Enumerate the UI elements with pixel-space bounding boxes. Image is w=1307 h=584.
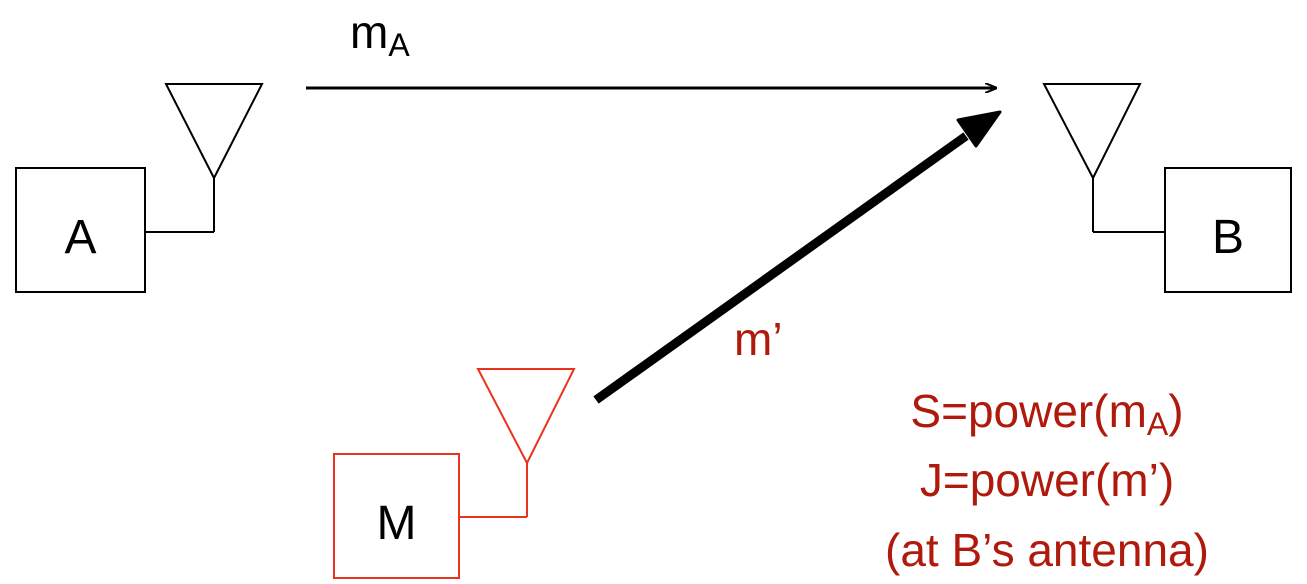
legit-label-main: m bbox=[350, 6, 388, 58]
equation-signal-sub: A bbox=[1147, 406, 1169, 442]
node-m-box bbox=[333, 453, 460, 579]
antenna-b-icon bbox=[1042, 83, 1142, 181]
node-a-box bbox=[15, 167, 146, 293]
equation-signal-prefix: S=power(m bbox=[910, 385, 1146, 437]
jam-arrow bbox=[593, 132, 969, 404]
node-m-label: M bbox=[377, 497, 417, 550]
node-b: B bbox=[1042, 83, 1292, 293]
node-a-label: A bbox=[64, 211, 96, 264]
node-m: M bbox=[333, 368, 576, 579]
legit-link: mA bbox=[306, 6, 996, 88]
jam-arrow-label: m’ bbox=[734, 313, 783, 365]
node-b-label: B bbox=[1212, 211, 1244, 264]
legit-arrow-label: mA bbox=[350, 6, 410, 63]
power-equations: S=power(mA) J=power(m’) (at B’s antenna) bbox=[885, 385, 1209, 576]
antenna-m-icon bbox=[476, 368, 576, 466]
node-b-box bbox=[1164, 167, 1292, 293]
equation-jamming: J=power(m’) bbox=[920, 454, 1174, 506]
antenna-a-icon bbox=[164, 83, 264, 181]
equation-signal-suffix: ) bbox=[1168, 385, 1183, 437]
jam-arrow-head bbox=[956, 110, 1002, 148]
equation-signal: S=power(mA) bbox=[910, 385, 1183, 442]
legit-label-sub: A bbox=[388, 27, 410, 63]
jam-link: m’ bbox=[593, 110, 1002, 404]
equation-location-note: (at B’s antenna) bbox=[885, 524, 1209, 576]
node-a: A bbox=[15, 83, 264, 293]
